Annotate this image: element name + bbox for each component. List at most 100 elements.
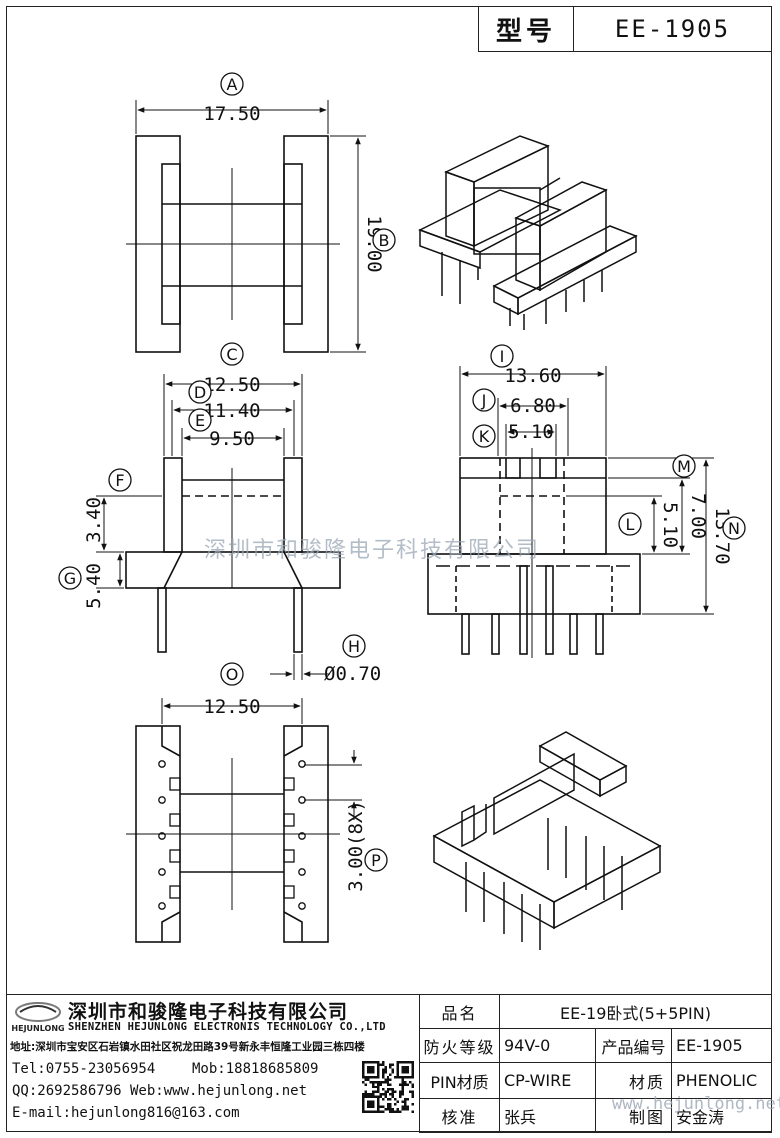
dim-k: 5.10 [508,421,554,443]
qr-module [362,1108,365,1111]
marker-circle-j [472,388,496,412]
qr-module [399,1075,402,1079]
qr-module [409,1061,412,1064]
marker-circle-h [342,634,366,658]
top-view [126,100,366,353]
qr-module [401,1100,405,1104]
qr-module [404,1100,407,1104]
qr-module [381,1073,385,1076]
qr-module [374,1110,377,1113]
marker-label-b: B [379,231,390,250]
qr-module [366,1093,370,1096]
qr-module [406,1068,410,1071]
marker-circle-c [220,342,244,366]
qr-module [364,1061,367,1064]
qr-module [411,1068,414,1071]
title-block: HEJUNLONG 深圳市和骏隆电子科技有限公司 SHENZHEN HEJUNL… [6,994,772,1133]
qr-module [371,1083,375,1086]
qr-module [404,1098,407,1101]
qr-module [381,1080,385,1084]
qr-module [389,1093,392,1096]
qr-module [386,1098,390,1101]
marker-circle-n [722,516,746,540]
marker-circle-i [490,344,514,368]
qr-module [376,1090,380,1094]
pin-label: PIN材质 [420,1063,500,1099]
qr-module [404,1083,407,1086]
qr-module [371,1103,375,1106]
qr-module [401,1090,405,1094]
qr-module [369,1068,372,1071]
qr-module [371,1093,375,1096]
qr-module [404,1080,407,1084]
pin-hole [158,832,166,840]
fire-label: 防火等级 [420,1029,500,1063]
qr-module [411,1075,414,1079]
pin-hole [158,902,166,910]
qr-module [381,1070,385,1074]
qr-module [376,1068,380,1071]
qr-module [362,1100,365,1104]
qr-code-icon [362,1061,414,1113]
pin-slot [169,885,181,899]
qr-module [389,1063,392,1066]
pin-hole [298,760,306,768]
qr-module [386,1078,390,1081]
side-view [427,366,714,658]
qr-module [401,1085,405,1089]
pin-slot [283,813,295,827]
qr-module [411,1110,414,1113]
qr-module [376,1080,380,1084]
pin-hole [298,868,306,876]
company-mob: Mob:18818685809 [192,1061,319,1077]
qr-module [369,1100,372,1104]
qr-module [374,1085,377,1089]
qr-module [401,1093,405,1096]
qr-module [369,1105,372,1109]
company-info: HEJUNLONG 深圳市和骏隆电子科技有限公司 SHENZHEN HEJUNL… [6,995,420,1133]
company-email: E-mail:hejunlong816@163.com [12,1105,240,1121]
dim-o: 12.50 [203,696,260,718]
qr-module [391,1088,395,1091]
marker-label-e: E [195,411,205,430]
qr-module [371,1061,375,1064]
qr-module [366,1070,370,1074]
qr-module [396,1068,400,1071]
pin-slot [283,885,295,899]
qr-module [404,1070,407,1074]
qr-module [401,1075,405,1079]
bottom-view [126,698,362,943]
marker-label-l: L [626,515,635,534]
pin-slot [283,777,295,791]
qr-module [364,1083,367,1086]
qr-module [362,1093,365,1096]
watermark-url: www.hejunlong.net [612,1094,780,1114]
pin-slot [169,777,181,791]
qr-module [404,1105,407,1109]
qr-module [381,1068,385,1071]
qr-module [391,1070,395,1074]
qr-module [411,1061,414,1064]
spec-grid: 品名 EE-19卧式(5+5PIN) 防火等级 94V-0 产品编号 EE-19… [420,995,772,1133]
marker-label-j: J [481,391,487,410]
qr-module [411,1073,414,1076]
qr-module [396,1110,400,1113]
qr-module [369,1103,372,1106]
qr-module [376,1100,380,1104]
qr-module [399,1090,402,1094]
qr-module [404,1065,407,1069]
pin-slot [169,849,181,863]
qr-module [389,1073,392,1076]
qr-module [411,1083,414,1086]
qr-module [376,1105,380,1109]
qr-module [379,1095,382,1099]
qr-module [386,1103,390,1106]
marker-circle-o [220,662,244,686]
dim-m: 7.00 [687,493,709,539]
qr-module [389,1108,392,1111]
qr-module [376,1063,380,1066]
company-en-name: SHENZHEN HEJUNLONG ELECTRONIS TECHNOLOGY… [68,1021,386,1033]
marker-circle-e [188,408,212,432]
marker-label-k: K [479,427,490,446]
qr-module [381,1061,385,1064]
